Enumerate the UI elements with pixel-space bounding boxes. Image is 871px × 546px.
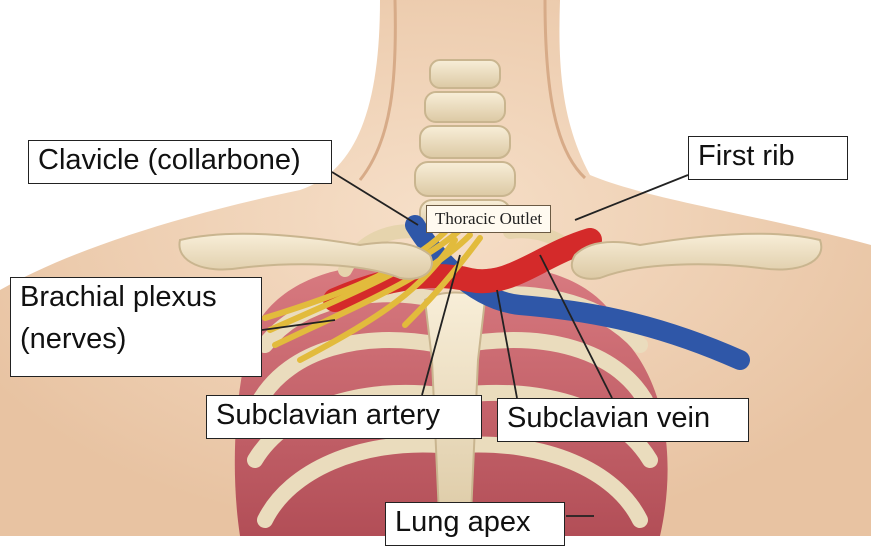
lung-apex-label: Lung apex (385, 502, 565, 546)
clavicle-label: Clavicle (collarbone) (28, 140, 332, 184)
subclavian-artery-label: Subclavian artery (206, 395, 482, 439)
subclavian-vein-label: Subclavian vein (497, 398, 749, 442)
first-rib-label: First rib (688, 136, 848, 180)
brachial-plexus-label-line1: Brachial plexus (20, 280, 252, 314)
brachial-plexus-label-line2: (nerves) (20, 322, 252, 356)
thoracic-outlet-tag: Thoracic Outlet (426, 205, 551, 233)
brachial-plexus-label: Brachial plexus (nerves) (10, 277, 262, 377)
